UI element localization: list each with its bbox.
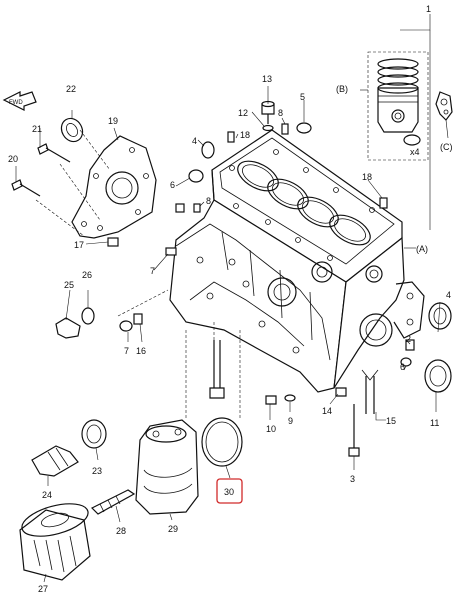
stud-16[interactable]: [133, 313, 143, 325]
callout-15: 15: [386, 416, 396, 426]
dowel-18b[interactable]: [379, 197, 388, 209]
front-cover-plate[interactable]: [71, 135, 157, 239]
callout-9: 9: [288, 416, 293, 426]
callout-7b: 7: [124, 346, 129, 356]
callout-23: 23: [92, 466, 102, 476]
callout-17: 17: [74, 240, 84, 250]
callout-24: 24: [42, 490, 52, 500]
callout-labels: 1 2 3 4 4 5 6 6 7 7 8 8 9 10 11 12 13 14…: [8, 4, 453, 594]
callout-6b: 6: [400, 362, 405, 372]
piston-assembly[interactable]: x4: [367, 51, 429, 161]
front-oil-seal[interactable]: [57, 115, 86, 146]
callout-10: 10: [266, 424, 276, 434]
front-arrow-icon: FWD: [2, 91, 37, 111]
callout-A: (A): [416, 244, 428, 254]
callout-6a: 6: [170, 180, 175, 190]
dowel-8a[interactable]: [281, 123, 289, 135]
plug-4b[interactable]: [428, 302, 452, 330]
sensor-28[interactable]: [90, 489, 136, 515]
callout-30: 30: [224, 487, 234, 497]
callout-20: 20: [8, 154, 18, 164]
washer-9[interactable]: [284, 394, 296, 402]
callout-18a: 18: [240, 130, 250, 140]
cylinder-block[interactable]: [169, 129, 425, 393]
callout-22: 22: [66, 84, 76, 94]
callout-4b: 4: [446, 290, 451, 300]
callout-3: 3: [350, 474, 355, 484]
callout-14: 14: [322, 406, 332, 416]
callout-2: 2: [406, 334, 411, 344]
bolt-21[interactable]: [37, 143, 71, 163]
union-bolt-24[interactable]: [31, 445, 79, 477]
callout-1: 1: [426, 4, 431, 14]
bolt-10[interactable]: [265, 395, 277, 405]
bolt-14[interactable]: [335, 387, 347, 397]
callout-12: 12: [238, 108, 248, 118]
callout-13: 13: [262, 74, 272, 84]
callout-8a: 8: [278, 108, 283, 118]
callout-5: 5: [300, 92, 305, 102]
bolt-20[interactable]: [11, 179, 41, 197]
plug-25[interactable]: [55, 317, 81, 339]
callout-8b: 8: [206, 196, 211, 206]
oil-filter[interactable]: [19, 498, 92, 581]
stud-7a[interactable]: [165, 247, 177, 256]
plug-6a[interactable]: [188, 169, 204, 183]
highlight-box-30: [216, 478, 243, 504]
leader-lines: [15, 14, 449, 583]
rear-oil-seal[interactable]: [424, 359, 452, 393]
dowel-2[interactable]: [405, 339, 415, 351]
callout-21: 21: [32, 124, 42, 134]
plug-13[interactable]: [261, 100, 275, 125]
callout-28: 28: [116, 526, 126, 536]
callout-7a: 7: [150, 266, 155, 276]
callout-B: (B): [336, 84, 348, 94]
callout-19: 19: [108, 116, 118, 126]
dowel-8b[interactable]: [193, 203, 201, 213]
plug-5[interactable]: [296, 122, 312, 134]
dowel-17b[interactable]: [175, 203, 185, 213]
washer-23[interactable]: [81, 419, 107, 449]
callout-25: 25: [64, 280, 74, 290]
washer-26[interactable]: [81, 307, 95, 325]
plug-4a[interactable]: [201, 141, 215, 159]
dipstick-tube-15[interactable]: [361, 369, 379, 414]
piston-qty: x4: [410, 147, 420, 157]
filter-stud[interactable]: [209, 340, 225, 399]
oil-cooler-housing[interactable]: [135, 419, 199, 515]
callout-29: 29: [168, 524, 178, 534]
stud-7b[interactable]: [119, 320, 133, 332]
callout-11: 11: [430, 418, 439, 428]
stud-3[interactable]: [348, 404, 360, 457]
callout-16: 16: [136, 346, 146, 356]
callout-4a: 4: [192, 136, 197, 146]
o-ring-30[interactable]: [201, 417, 243, 467]
dowel-18a[interactable]: [227, 131, 235, 143]
callout-18b: 18: [362, 172, 372, 182]
washer-12[interactable]: [262, 124, 274, 132]
callout-27: 27: [38, 584, 48, 594]
connecting-rod[interactable]: [435, 91, 453, 121]
front-arrow-label: FWD: [9, 100, 23, 106]
plug-17[interactable]: [107, 237, 119, 247]
callout-26: 26: [82, 270, 92, 280]
callout-C: (C): [440, 142, 453, 152]
